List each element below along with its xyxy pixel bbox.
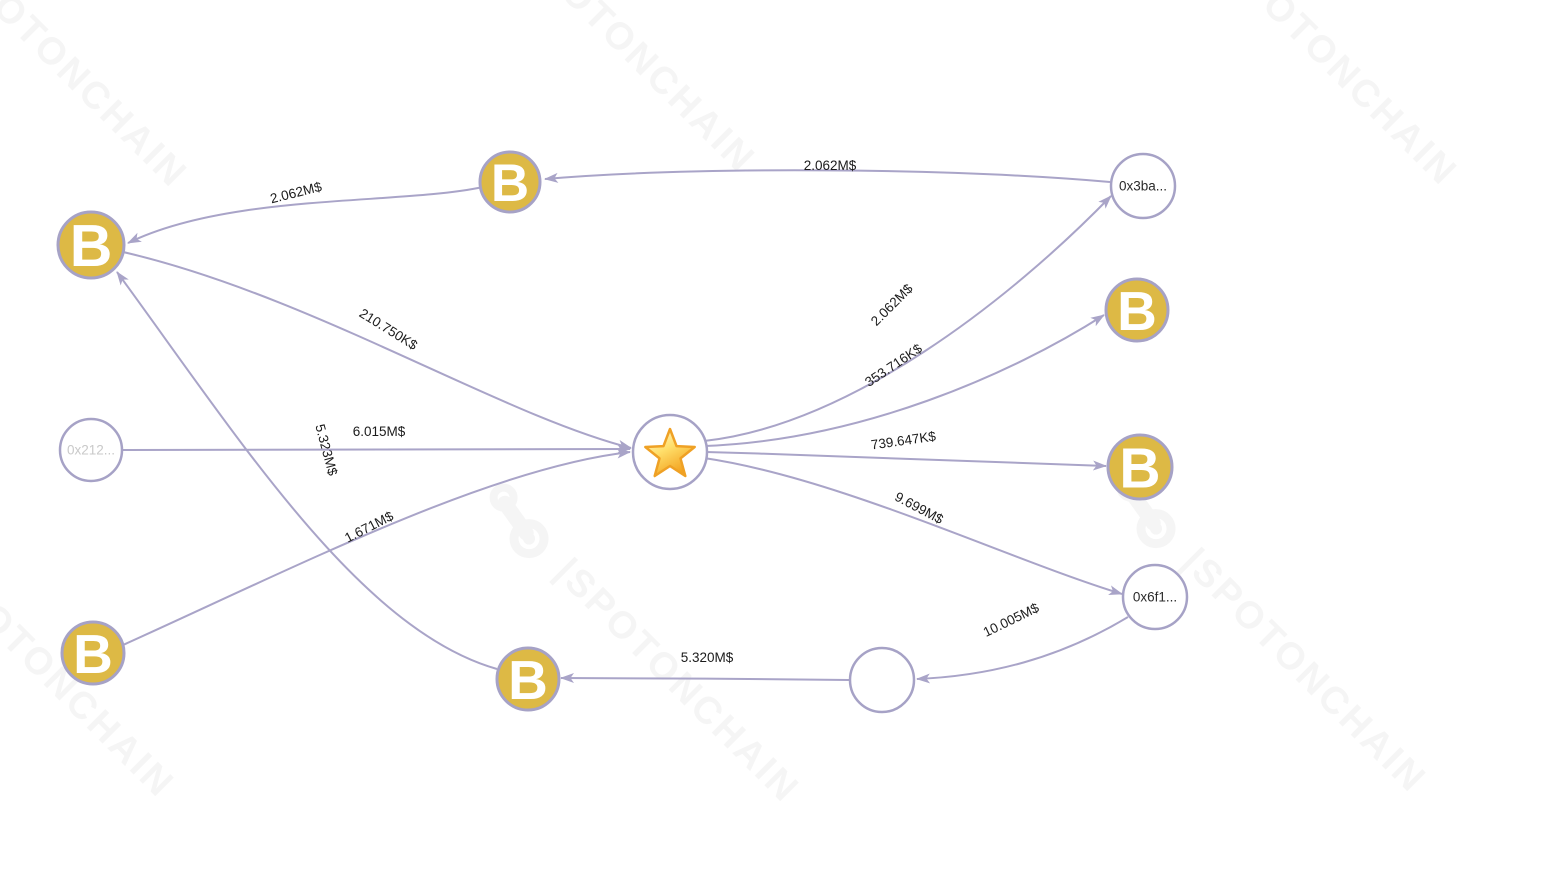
node-addr-0x212[interactable]: 0x212... — [58, 417, 124, 483]
node-b-bottom-left[interactable]: B — [60, 620, 126, 686]
node-star-center[interactable] — [631, 413, 709, 491]
edge-star-center-to-addr-0x3ba — [703, 195, 1112, 442]
star-icon — [644, 427, 696, 478]
edge-b-bottom-left-to-star-center — [122, 448, 631, 646]
edge-amount-label: 1.671M$ — [342, 508, 396, 545]
node-b-right-middle[interactable]: B — [1106, 433, 1174, 501]
node-node-blank[interactable] — [848, 646, 916, 714]
edge-amount-label: 353.716K$ — [862, 341, 925, 390]
node-b-top-middle[interactable]: B — [478, 150, 542, 214]
node-addr-0x6f1[interactable]: 0x6f1... — [1121, 563, 1189, 631]
edge-addr-0x6f1-to-node-blank — [916, 616, 1129, 684]
node-b-top-left[interactable]: B — [56, 210, 126, 280]
edge-b-bottom-center-to-b-top-left — [116, 271, 498, 670]
edge-amount-label: 10.005M$ — [981, 600, 1042, 640]
node-b-bottom-center[interactable]: B — [495, 646, 561, 712]
edge-amount-label: 2.062M$ — [804, 158, 857, 173]
edge-node-blank-to-b-bottom-center — [560, 673, 850, 684]
node-b-right-top[interactable]: B — [1104, 277, 1170, 343]
edge-b-top-middle-to-b-top-left — [127, 186, 484, 244]
edge-b-top-left-to-star-center — [122, 251, 632, 450]
edge-amount-label: 210.750K$ — [357, 306, 421, 354]
edge-amount-label: 6.015M$ — [353, 424, 406, 439]
edge-star-center-to-b-right-top — [704, 314, 1105, 447]
node-addr-0x3ba[interactable]: 0x3ba... — [1109, 152, 1177, 220]
edge-addr-0x3ba-to-b-top-middle — [544, 169, 1111, 183]
edge-star-center-to-addr-0x6f1 — [703, 457, 1123, 596]
edge-amount-label: 5.320M$ — [681, 650, 734, 665]
edge-amount-label: 739.647K$ — [870, 429, 937, 453]
edge-amount-label: 2.062M$ — [868, 281, 916, 329]
edge-star-center-to-b-right-middle — [705, 451, 1107, 471]
edge-amount-label: 9.699M$ — [892, 489, 946, 527]
edge-addr-0x212-to-star-center — [121, 444, 631, 455]
